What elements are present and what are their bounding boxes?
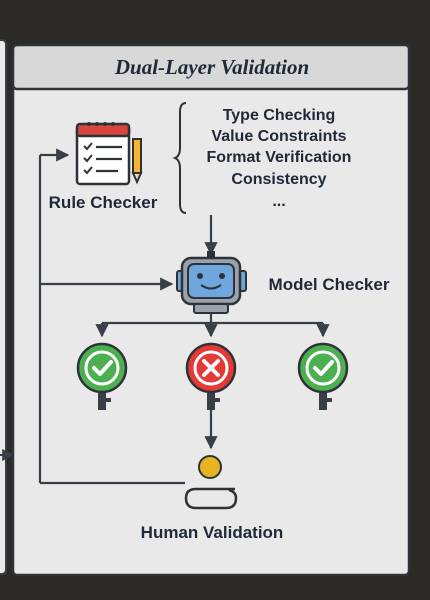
brace xyxy=(172,102,187,214)
model-checker-label: Model Checker xyxy=(269,275,390,294)
clipboard-icon xyxy=(75,122,131,186)
panel-title: Dual-Layer Validation xyxy=(114,55,309,79)
check-item: ... xyxy=(272,193,285,210)
human-icon xyxy=(184,455,238,510)
human-validation-label: Human Validation xyxy=(141,523,284,542)
rule-checker-label: Rule Checker xyxy=(49,193,158,212)
check-icon xyxy=(313,360,334,376)
check-item: Consistency xyxy=(231,171,326,188)
check-icon xyxy=(92,360,113,376)
rule-checks-list: Type Checking Value Constraints Format V… xyxy=(207,107,352,210)
outcome-badge-pass xyxy=(297,342,349,410)
outcome-badge-pass xyxy=(76,342,128,410)
check-item: Type Checking xyxy=(223,107,336,124)
outcome-badge-fail xyxy=(185,342,237,410)
outcome-badges xyxy=(76,342,349,410)
connectors xyxy=(38,148,330,485)
check-item: Format Verification xyxy=(207,149,352,166)
robot-icon xyxy=(176,251,247,314)
pencil-icon xyxy=(131,138,143,185)
x-icon xyxy=(202,359,220,377)
check-item: Value Constraints xyxy=(211,128,346,145)
left-panel-edge xyxy=(0,39,15,575)
